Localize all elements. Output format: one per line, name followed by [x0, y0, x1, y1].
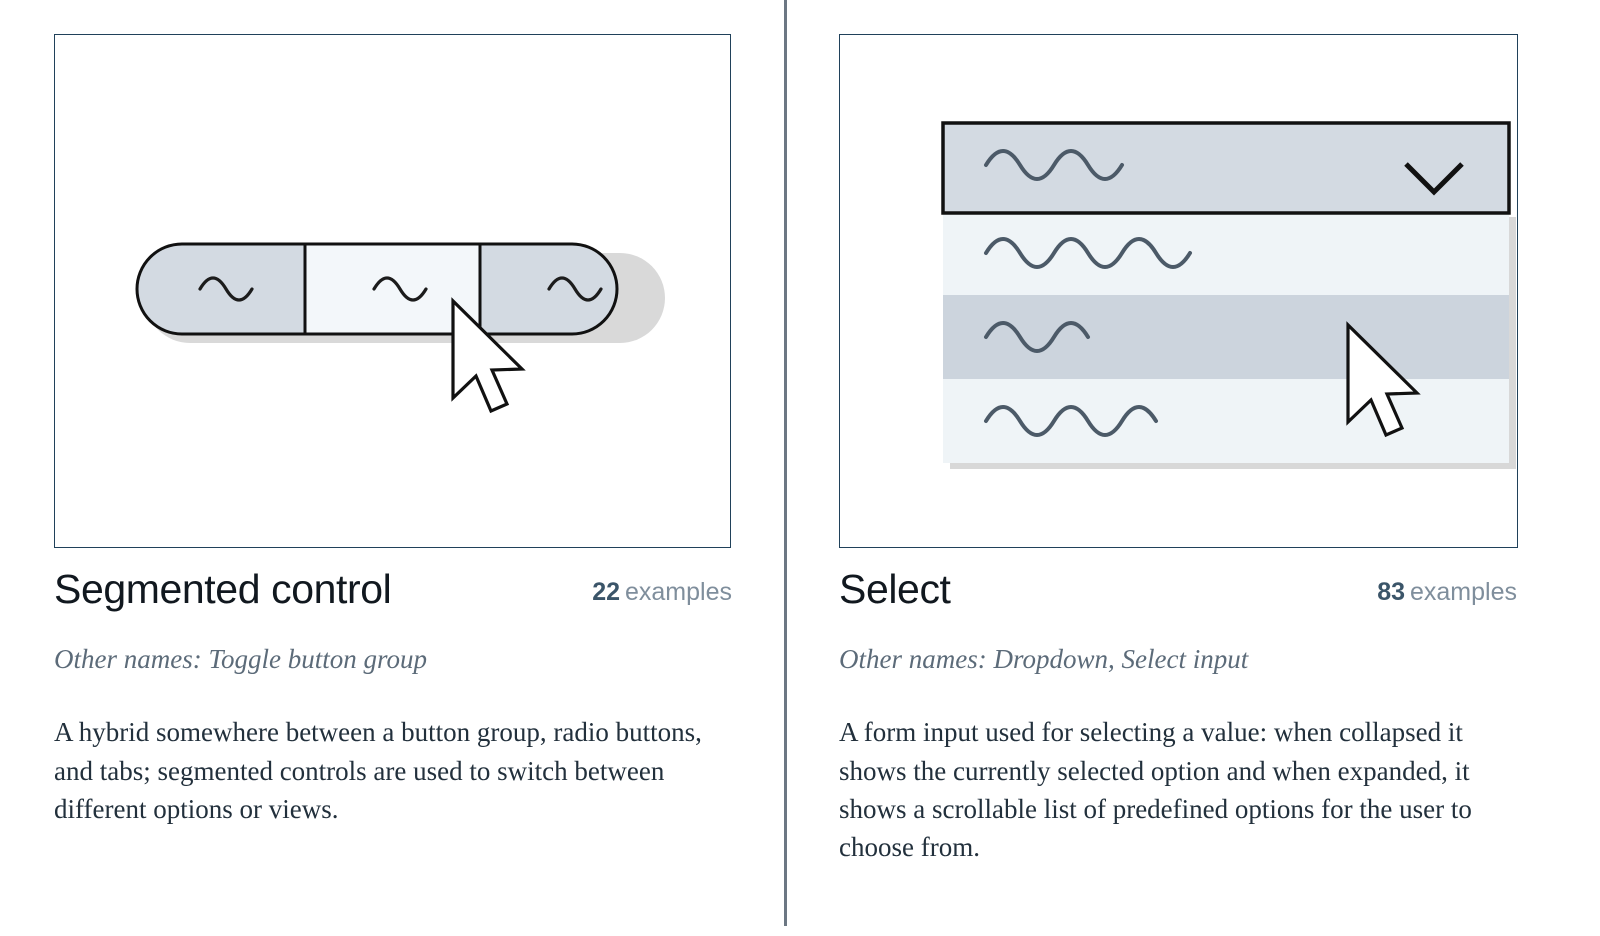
- description-select: A form input used for selecting a value:…: [839, 717, 1472, 863]
- description-segmented-control: A hybrid somewhere between a button grou…: [54, 717, 702, 825]
- examples-count-number: 22: [592, 578, 620, 606]
- select-option-1[interactable]: [943, 211, 1509, 295]
- segment-active-middle[interactable]: [305, 243, 480, 335]
- segmented-control-pill[interactable]: [135, 242, 619, 336]
- wave-glyph-option-1: [984, 237, 1192, 269]
- wave-glyph-segment-1: [198, 276, 254, 302]
- segmented-control-illustration-frame: [54, 34, 731, 548]
- examples-count-label: examples: [625, 578, 732, 606]
- page-title-select: Select: [839, 566, 951, 612]
- wave-glyph-option-2: [984, 321, 1090, 353]
- other-names-segmented-control: Other names: Toggle button group: [54, 644, 428, 675]
- select-option-2-highlighted[interactable]: [943, 295, 1509, 379]
- wave-glyph-select-value: [984, 149, 1124, 181]
- column-divider: [784, 0, 787, 926]
- examples-count-label: examples: [1410, 578, 1517, 606]
- examples-count-number: 83: [1377, 578, 1405, 606]
- segmented-control-illustration: [135, 242, 665, 414]
- arrow-cursor: [451, 297, 526, 414]
- wave-glyph-segment-3: [547, 276, 603, 302]
- other-names-select: Other names: Dropdown, Select input: [839, 644, 1249, 675]
- wave-glyph-segment-2: [372, 276, 428, 302]
- chevron-down-icon[interactable]: [1404, 162, 1464, 196]
- wave-glyph-option-3: [984, 405, 1158, 437]
- select-option-3[interactable]: [943, 379, 1509, 463]
- select-illustration: [941, 121, 1516, 469]
- select-trigger[interactable]: [941, 121, 1511, 215]
- page-title-segmented-control: Segmented control: [54, 566, 392, 612]
- arrow-cursor: [1346, 321, 1421, 438]
- select-illustration-frame: [839, 34, 1518, 548]
